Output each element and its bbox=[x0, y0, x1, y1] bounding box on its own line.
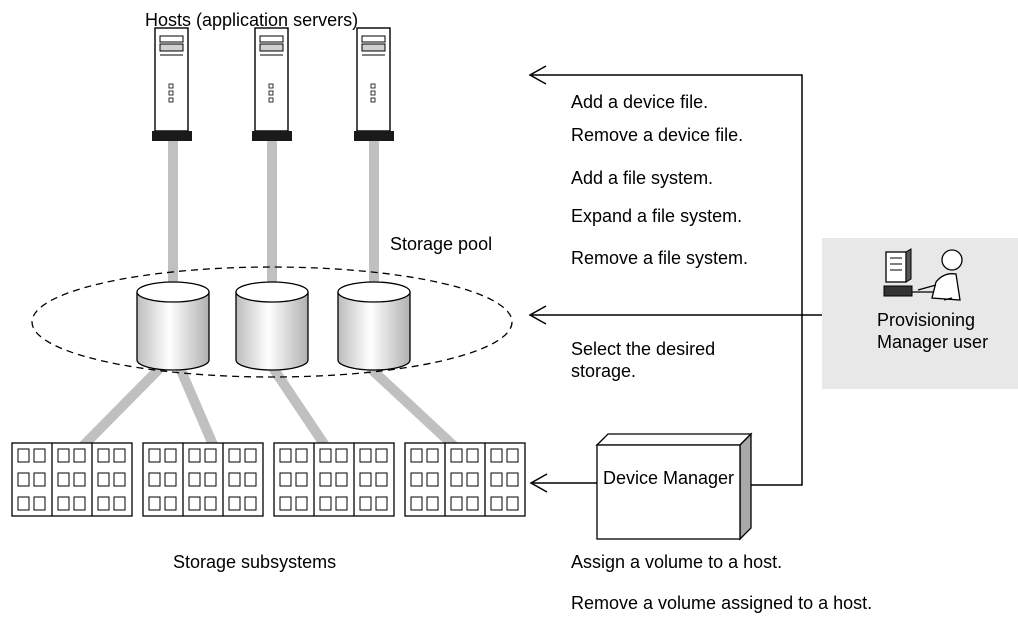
device-manager-operation-item: Assign a volume to a host. bbox=[571, 552, 783, 572]
host-operation-item: Remove a device file. bbox=[571, 125, 744, 145]
arrow-device-manager-to-hosts bbox=[532, 74, 803, 486]
storage-pool-ellipse bbox=[31, 266, 513, 378]
host-connector bbox=[267, 140, 277, 292]
storage-connector bbox=[366, 364, 459, 451]
storage-subsystem-icon bbox=[273, 442, 395, 517]
storage-connector bbox=[78, 364, 164, 451]
device-manager-box bbox=[595, 432, 753, 541]
host-connector bbox=[168, 140, 178, 292]
storage-subsystem-icon bbox=[142, 442, 264, 517]
host-operation-item: Add a device file. bbox=[571, 92, 709, 112]
user-workstation-icon bbox=[883, 248, 963, 301]
user-operation-label: Select the desired storage. bbox=[571, 339, 716, 381]
arrow-head-subsystems bbox=[529, 473, 548, 493]
host-operation-item: Remove a file system. bbox=[571, 248, 749, 268]
device-manager-label: Device Manager bbox=[602, 468, 735, 488]
host-server-icon bbox=[354, 27, 394, 141]
arrow-head-hosts bbox=[528, 65, 547, 85]
provisioning-user-label: Provisioning Manager user bbox=[877, 310, 989, 352]
arrow-head-pool bbox=[528, 305, 547, 325]
host-connectors bbox=[168, 140, 379, 292]
host-operation-item: Expand a file system. bbox=[571, 206, 743, 226]
host-server-icon bbox=[252, 27, 292, 141]
storage-connectors bbox=[78, 364, 459, 451]
arrow-lines bbox=[528, 65, 822, 493]
user-panel bbox=[822, 238, 1018, 389]
storage-connector bbox=[175, 366, 219, 449]
storage-subsystems-label: Storage subsystems bbox=[173, 552, 337, 572]
storage-cylinder-icon bbox=[235, 281, 309, 371]
storage-connector bbox=[268, 365, 331, 450]
storage-subsystem-icon bbox=[404, 442, 526, 517]
storage-cylinder-icon bbox=[337, 281, 411, 371]
device-manager-operation-item: Remove a volume assigned to a host. bbox=[571, 593, 873, 613]
host-server-icon bbox=[152, 27, 192, 141]
storage-subsystem-icon bbox=[11, 442, 133, 517]
storage-cylinder-icon bbox=[136, 281, 210, 371]
storage-pool-label: Storage pool bbox=[390, 234, 493, 254]
host-operation-item: Add a file system. bbox=[571, 168, 714, 188]
host-connector bbox=[369, 140, 379, 292]
hosts-label: Hosts (application servers) bbox=[145, 10, 359, 30]
